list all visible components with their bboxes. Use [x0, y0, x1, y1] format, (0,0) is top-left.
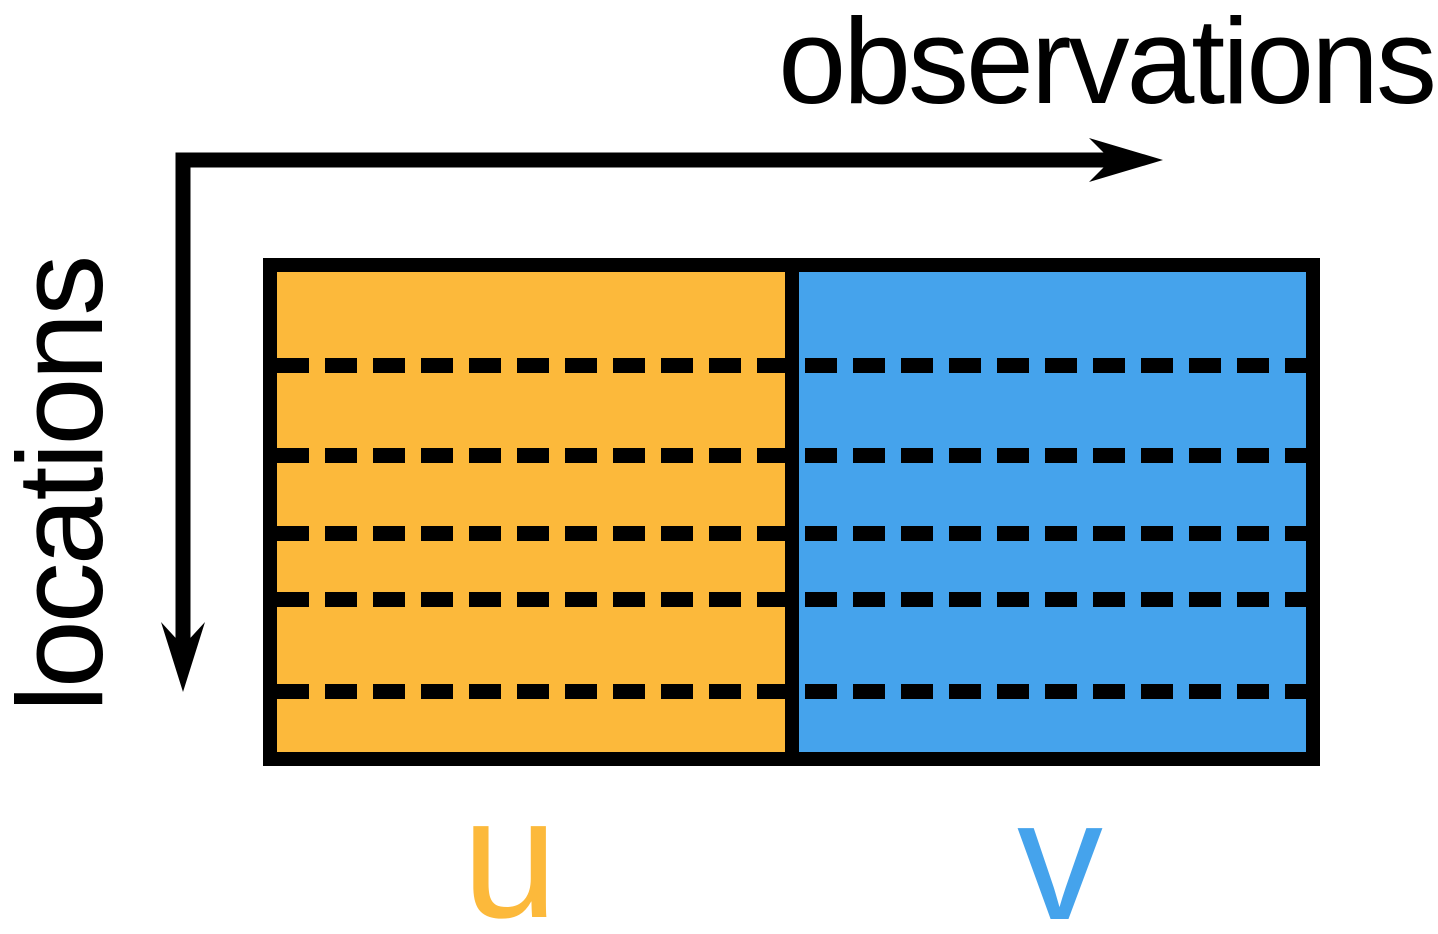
row-separator	[277, 592, 1306, 607]
locations-axis-label: locations	[0, 257, 128, 713]
u-block-label: u	[462, 762, 558, 934]
matrix-block-v	[799, 272, 1306, 752]
down-arrow-icon	[161, 622, 205, 692]
row-separator	[277, 448, 1306, 463]
right-arrow-icon	[1089, 138, 1163, 182]
row-separator	[277, 684, 1306, 699]
row-separators	[277, 272, 1306, 752]
row-separator	[277, 526, 1306, 541]
v-block-label: v	[1017, 764, 1103, 934]
data-matrix	[263, 258, 1320, 766]
row-separator	[277, 358, 1306, 373]
observations-axis-label: observations	[778, 0, 1437, 129]
matrix-block-u	[277, 272, 799, 752]
